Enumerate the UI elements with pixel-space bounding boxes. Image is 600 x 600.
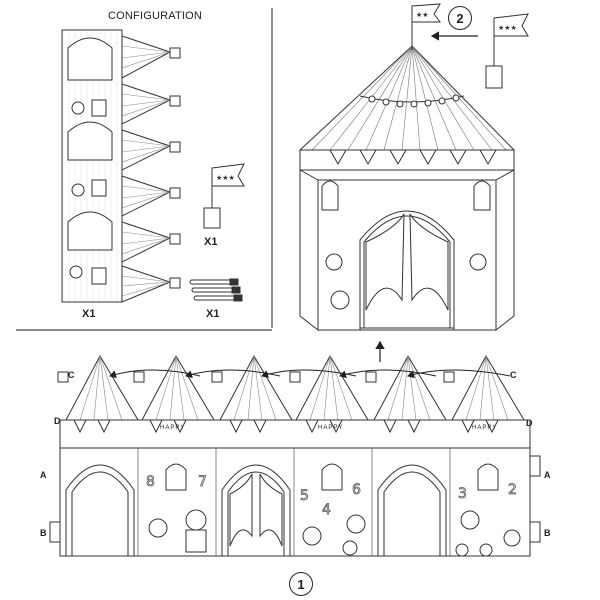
happy-label-2: HAPPY bbox=[318, 425, 344, 431]
happy-label-3: HAPPY bbox=[472, 425, 498, 431]
markers-quantity: X1 bbox=[206, 308, 220, 320]
assembled-tent-illustration bbox=[298, 45, 516, 332]
edge-label-a-right: A bbox=[544, 470, 551, 480]
edge-label-d-left: D bbox=[54, 416, 61, 426]
svg-text:7: 7 bbox=[198, 474, 207, 490]
folded-panel-illustration bbox=[61, 29, 181, 303]
edge-label-c-left: C bbox=[68, 370, 75, 380]
installed-flag-illustration: ★★ bbox=[411, 3, 441, 50]
svg-text:★★★: ★★★ bbox=[498, 24, 517, 32]
flag-quantity: X1 bbox=[204, 236, 218, 248]
svg-text:6: 6 bbox=[352, 482, 361, 498]
svg-text:3: 3 bbox=[458, 486, 467, 502]
svg-text:★★: ★★ bbox=[416, 11, 429, 19]
svg-text:★★★: ★★★ bbox=[216, 174, 235, 182]
svg-text:4: 4 bbox=[322, 502, 331, 518]
panel-quantity: X1 bbox=[82, 308, 96, 320]
edge-label-a-left: A bbox=[40, 470, 47, 480]
svg-text:2: 2 bbox=[508, 482, 517, 498]
edge-label-b-right: B bbox=[544, 528, 551, 538]
markers-illustration bbox=[189, 278, 243, 302]
step-2-badge: 2 bbox=[448, 6, 472, 30]
unfolded-panel-illustration bbox=[49, 354, 541, 557]
svg-text:8: 8 bbox=[146, 474, 155, 490]
edge-label-c-right: C bbox=[510, 370, 517, 380]
step-1-badge: 1 bbox=[289, 572, 313, 596]
happy-label-1: HAPPY bbox=[160, 425, 186, 431]
configuration-title: CONFIGURATION bbox=[108, 10, 203, 22]
step2-flag-piece-illustration: ★★★ bbox=[485, 13, 529, 89]
panel-decor-numbers: 8 7 5 4 6 3 2 bbox=[146, 474, 518, 519]
c-connection-arrows bbox=[109, 369, 511, 379]
svg-text:5: 5 bbox=[300, 488, 309, 504]
edge-label-b-left: B bbox=[40, 528, 47, 538]
flag-piece-illustration: ★★★ bbox=[203, 163, 245, 229]
edge-label-d-right: D bbox=[526, 418, 533, 428]
